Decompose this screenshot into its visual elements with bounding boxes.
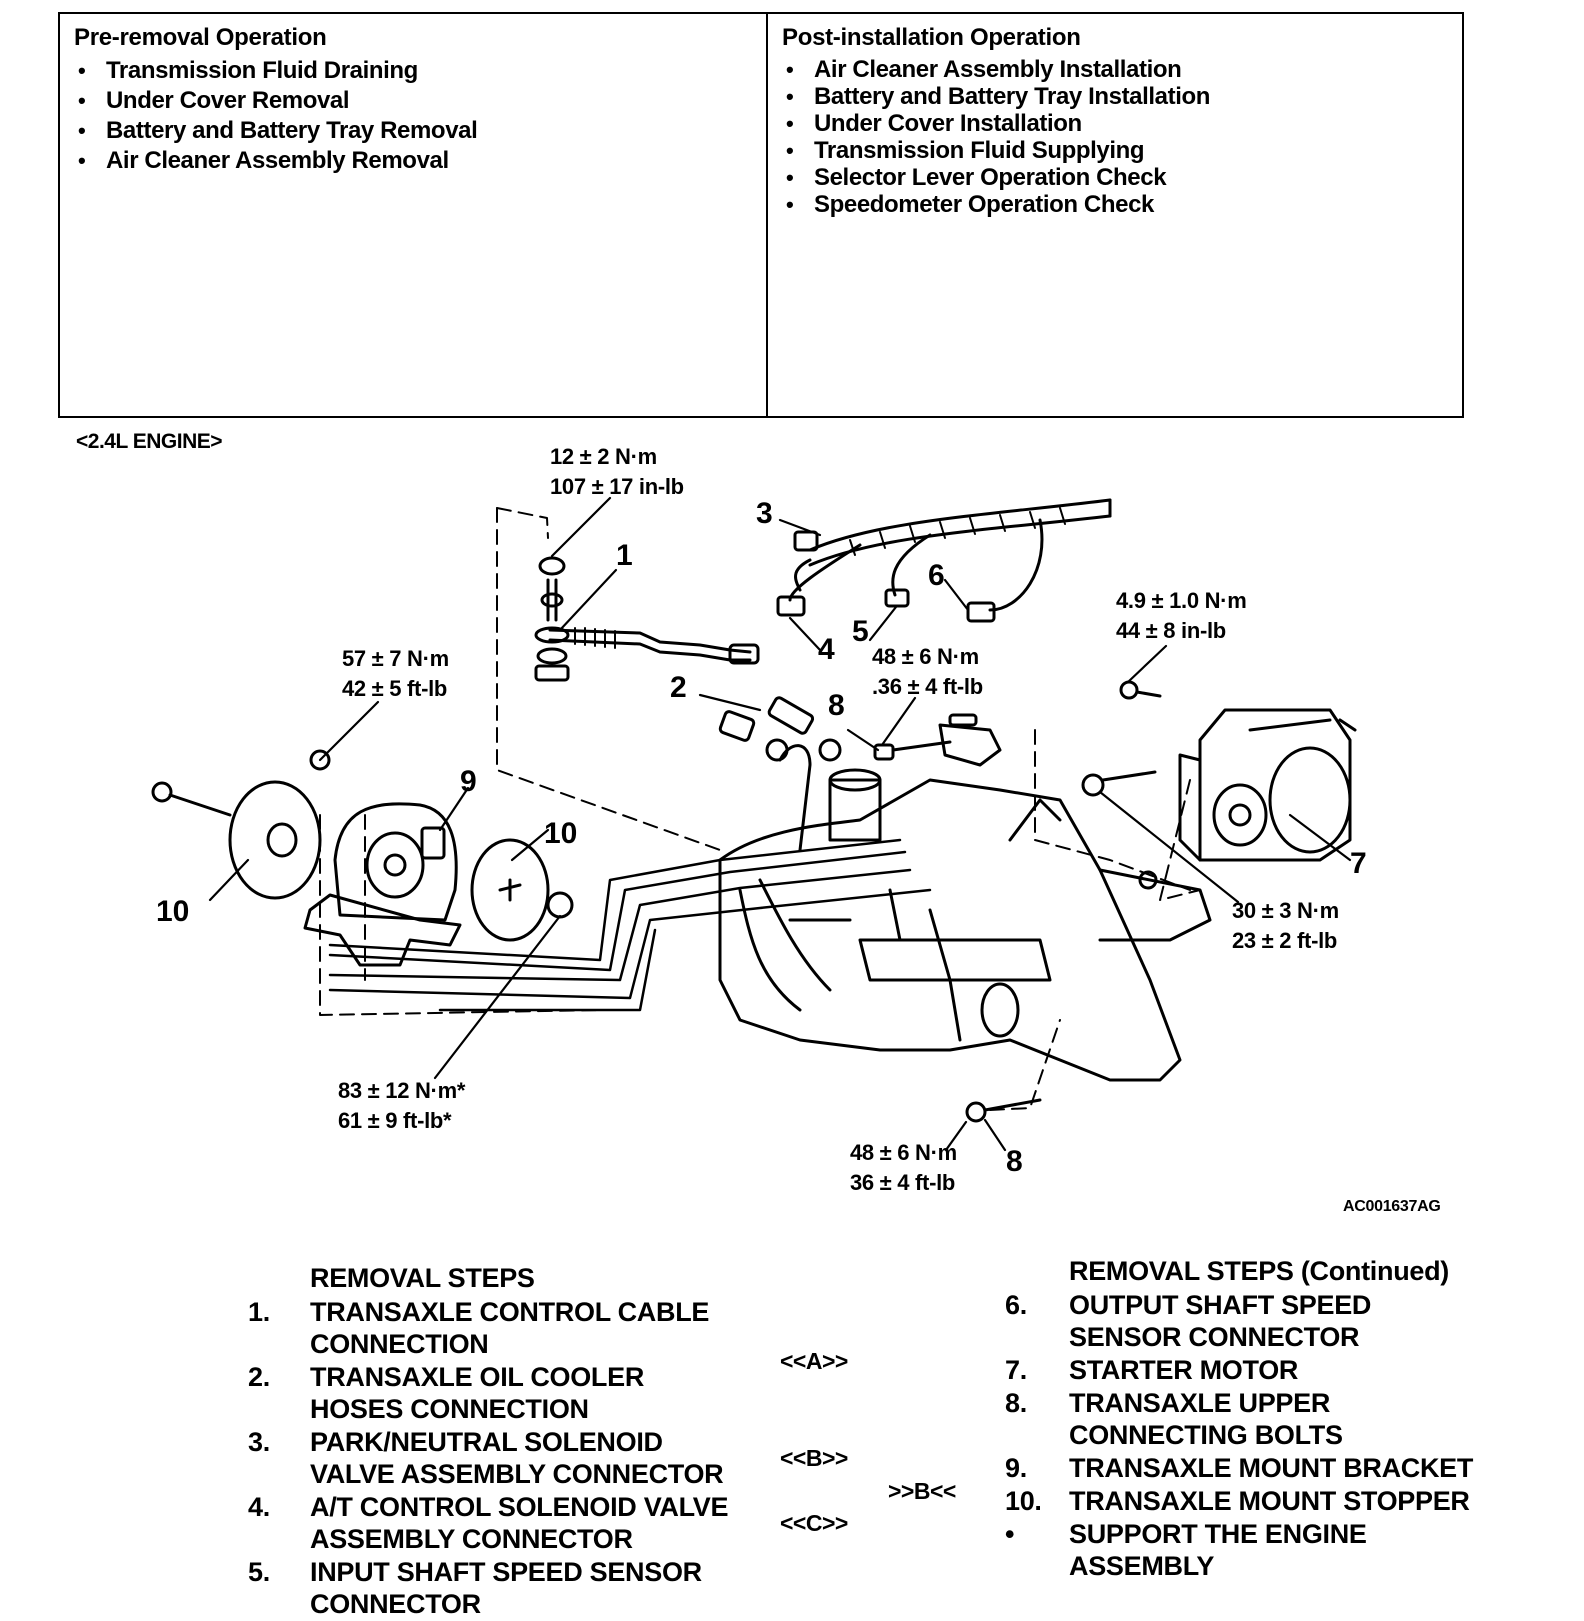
callout-3: 3 <box>756 497 773 530</box>
mount-stopper-right <box>470 838 574 942</box>
removal-steps-left: REMOVAL STEPS 1. TRANSAXLE CONTROL CABLE… <box>248 1262 768 1621</box>
pre-removal-column: Pre-removal Operation •Transmission Flui… <box>60 14 768 416</box>
post-installation-list: •Air Cleaner Assembly Installation •Batt… <box>782 56 1462 218</box>
marker-c: <<C>> <box>780 1510 848 1536</box>
lower-bolt <box>965 1098 1042 1123</box>
mount-stopper-left <box>151 780 322 900</box>
oil-cooler-hoses <box>328 838 932 1012</box>
transaxle-exploded-diagram: <2.4L ENGINE> 12 ± 2 N·m 107 ± 17 in-lb … <box>0 420 1584 1250</box>
reference-lines <box>319 507 1201 1111</box>
callout-7: 7 <box>1350 847 1367 880</box>
control-cable <box>534 556 760 682</box>
callout-2: 2 <box>670 671 687 704</box>
engine-tag: <2.4L ENGINE> <box>76 430 223 453</box>
list-item: 5. INPUT SHAFT SPEED SENSOR CONNECTOR <box>248 1557 702 1619</box>
operations-table: Pre-removal Operation •Transmission Flui… <box>58 12 1464 418</box>
torque-label: 4.9 ± 1.0 N·m 44 ± 8 in-lb <box>1116 588 1247 643</box>
torque-label: 48 ± 6 N·m .36 ± 4 ft-lb <box>872 644 983 699</box>
starter-motor <box>1178 708 1357 862</box>
list-item: •Air Cleaner Assembly Installation <box>786 56 1182 83</box>
list-item: 7. STARTER MOTOR <box>1005 1355 1299 1385</box>
leader-lines <box>208 496 1352 1152</box>
list-item: • SUPPORT THE ENGINE ASSEMBLY <box>1005 1519 1367 1581</box>
figure-code: AC001637AG <box>1343 1198 1441 1215</box>
list-item: 8. TRANSAXLE UPPER CONNECTING BOLTS <box>1005 1388 1343 1450</box>
transaxle-illustration <box>151 496 1357 1152</box>
marker-a: <<A>> <box>780 1348 848 1374</box>
list-item: 10. TRANSAXLE MOUNT STOPPER <box>1005 1486 1470 1516</box>
callout-9: 9 <box>460 765 477 798</box>
list-item: 1. TRANSAXLE CONTROL CABLE CONNECTION <box>248 1297 710 1359</box>
list-item: •Selector Lever Operation Check <box>786 164 1167 191</box>
marker-b-install: >>B<< <box>888 1478 956 1504</box>
pre-removal-title: Pre-removal Operation <box>74 24 327 51</box>
list-item: •Transmission Fluid Draining <box>78 57 418 84</box>
pre-removal-list: •Transmission Fluid Draining •Under Cove… <box>74 56 766 176</box>
mount-bracket <box>303 749 462 967</box>
removal-steps-continued-title: REMOVAL STEPS (Continued) <box>1069 1256 1449 1286</box>
list-item: •Under Cover Removal <box>78 87 350 114</box>
list-item: 6. OUTPUT SHAFT SPEED SENSOR CONNECTOR <box>1005 1290 1372 1352</box>
torque-label: 57 ± 7 N·m 42 ± 5 ft-lb <box>342 646 449 701</box>
callout-8-upper: 8 <box>828 689 845 722</box>
marker-b: <<B>> <box>780 1445 848 1471</box>
callout-8-lower: 8 <box>1006 1145 1023 1178</box>
list-item: 9. TRANSAXLE MOUNT BRACKET <box>1005 1453 1474 1483</box>
list-item: •Battery and Battery Tray Installation <box>786 83 1210 110</box>
torque-label: 83 ± 12 N·m* 61 ± 9 ft-lb* <box>338 1078 466 1133</box>
post-installation-column: Post-installation Operation •Air Cleaner… <box>768 14 1462 416</box>
callout-6: 6 <box>928 559 945 592</box>
torque-label: 48 ± 6 N·m 36 ± 4 ft-lb <box>850 1140 957 1195</box>
transaxle-body <box>718 744 1212 1082</box>
list-item: 3. PARK/NEUTRAL SOLENOID VALVE ASSEMBLY … <box>248 1427 724 1489</box>
upper-bolt-and-bracket <box>873 713 1002 767</box>
callout-5: 5 <box>852 615 869 648</box>
oil-cooler-fittings <box>718 696 842 762</box>
torque-label: 12 ± 2 N·m 107 ± 17 in-lb <box>550 444 684 499</box>
callout-10-left: 10 <box>156 895 190 928</box>
callout-1: 1 <box>616 539 633 572</box>
starter-bolts <box>1081 680 1162 797</box>
wiring-harness <box>776 498 1112 623</box>
post-installation-title: Post-installation Operation <box>782 24 1081 51</box>
removal-steps-right: REMOVAL STEPS (Continued) 6. OUTPUT SHAF… <box>1005 1255 1525 1583</box>
list-item: •Speedometer Operation Check <box>786 191 1154 218</box>
list-item: •Air Cleaner Assembly Removal <box>78 147 449 174</box>
torque-label: 30 ± 3 N·m 23 ± 2 ft-lb <box>1232 898 1339 953</box>
callout-10-right: 10 <box>544 817 578 850</box>
removal-steps-title: REMOVAL STEPS <box>310 1263 535 1293</box>
list-item: •Battery and Battery Tray Removal <box>78 117 478 144</box>
callout-4: 4 <box>818 633 835 666</box>
list-item: 2. TRANSAXLE OIL COOLER HOSES CONNECTION <box>248 1362 645 1424</box>
list-item: 4. A/T CONTROL SOLENOID VALVE ASSEMBLY C… <box>248 1492 729 1554</box>
list-item: •Transmission Fluid Supplying <box>786 137 1145 164</box>
list-item: •Under Cover Installation <box>786 110 1082 137</box>
